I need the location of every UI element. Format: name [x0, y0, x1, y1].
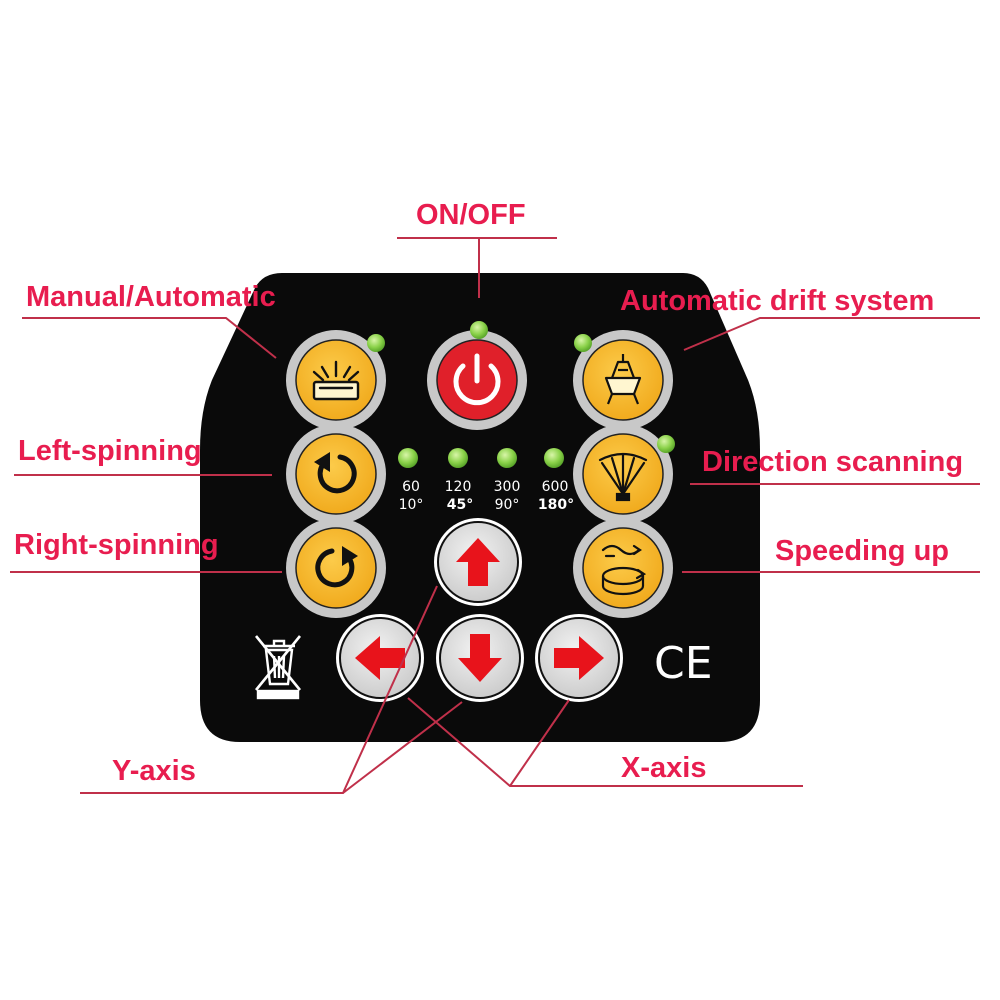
scan-fan-icon — [598, 452, 648, 502]
speed-label-top: 120 — [445, 479, 472, 495]
speed-led-2 — [448, 448, 468, 468]
arrow-left-icon — [355, 636, 405, 680]
automatic-drift-system-button[interactable] — [573, 330, 673, 430]
rotation-speed-icon — [601, 544, 647, 596]
speed-label-bottom: 90° — [495, 497, 520, 513]
callout-on-off: ON/OFF — [416, 199, 526, 231]
leader-line-on-off — [397, 237, 557, 298]
callout-direction-scanning: Direction scanning — [702, 446, 963, 478]
speed-label-top: 60 — [402, 479, 420, 495]
speed-led-1 — [398, 448, 418, 468]
ce-mark: CE — [654, 638, 713, 689]
speed-label-top: 300 — [494, 479, 521, 495]
rotate-clockwise-icon — [315, 546, 358, 588]
arrow-up-button[interactable] — [434, 518, 522, 606]
callout-manual-automatic: Manual/Automatic — [26, 281, 276, 313]
automatic-drift-led — [574, 334, 592, 352]
arrow-down-icon — [458, 634, 502, 682]
right-spinning-button[interactable] — [286, 518, 386, 618]
callout-right-spinning: Right-spinning — [14, 529, 219, 561]
leader-line-y-axis — [80, 585, 463, 794]
callout-speeding-up: Speeding up — [775, 535, 949, 567]
speed-label-bottom: 180° — [538, 497, 574, 513]
power-icon — [453, 353, 501, 406]
leader-line-manual-automatic — [22, 317, 277, 359]
arrow-down-button[interactable] — [436, 614, 524, 702]
arrow-up-icon — [456, 538, 500, 586]
speed-led-3 — [497, 448, 517, 468]
leader-line-automatic-drift — [683, 317, 980, 351]
power-led — [470, 321, 488, 339]
leader-lines — [10, 237, 980, 794]
arrow-left-button[interactable] — [336, 614, 424, 702]
laser-level-icon — [312, 360, 360, 401]
rotate-counterclockwise-icon — [314, 452, 357, 494]
callout-automatic-drift-system: Automatic drift system — [620, 285, 934, 317]
arrow-right-icon — [554, 636, 604, 680]
speed-label-top: 600 — [542, 479, 569, 495]
speeding-up-button[interactable] — [573, 518, 673, 618]
speed-indicator-group: 60 10° 120 45° 300 90° 600 180° — [398, 448, 574, 513]
callout-left-spinning: Left-spinning — [18, 435, 202, 467]
speed-label-bottom: 45° — [447, 497, 473, 513]
left-spinning-button[interactable] — [286, 424, 386, 524]
speed-label-bottom: 10° — [399, 497, 424, 513]
manual-automatic-led — [367, 334, 385, 352]
speed-led-4 — [544, 448, 564, 468]
direction-scanning-led — [657, 435, 675, 453]
tilt-sensor-icon — [604, 354, 642, 405]
crossed-bin-icon — [254, 635, 302, 700]
manual-automatic-button[interactable] — [286, 330, 386, 430]
callout-x-axis: X-axis — [621, 752, 706, 784]
callout-y-axis: Y-axis — [112, 755, 196, 787]
power-button[interactable] — [427, 330, 527, 430]
direction-scanning-button[interactable] — [573, 424, 673, 524]
leader-line-x-axis — [407, 697, 803, 787]
arrow-right-button[interactable] — [535, 614, 623, 702]
